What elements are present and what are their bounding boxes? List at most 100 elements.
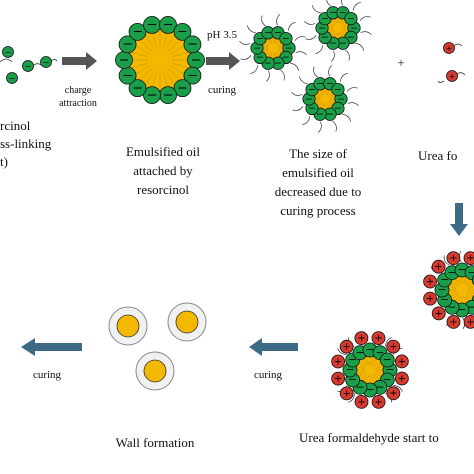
svg-text:+: + — [426, 276, 434, 287]
svg-text:−: − — [334, 84, 342, 95]
svg-text:+: + — [343, 342, 351, 353]
svg-text:+: + — [398, 356, 406, 367]
svg-text:−: − — [348, 354, 357, 366]
svg-text:−: − — [321, 32, 329, 43]
svg-text:−: − — [356, 347, 365, 359]
urea-start-label: Urea formaldehyde start to — [299, 430, 439, 445]
urea-top-label: Urea fo — [418, 148, 457, 163]
svg-text:−: − — [305, 94, 313, 105]
svg-text:−: − — [308, 103, 316, 114]
emulsified-oil-droplet: −−−−−−−−−−−−−− — [115, 16, 205, 104]
svg-text:−: − — [347, 13, 355, 24]
svg-text:+: + — [398, 373, 406, 384]
svg-text:−: − — [383, 374, 392, 386]
svg-text:+: + — [389, 342, 397, 353]
arrow-down — [450, 203, 468, 236]
svg-text:−: − — [440, 274, 449, 286]
wall-formation-label: Wall formation — [116, 435, 195, 450]
arrow-curing-2 — [249, 338, 298, 356]
charge-label: charge — [65, 85, 92, 96]
svg-text:−: − — [177, 25, 188, 40]
svg-text:−: − — [337, 94, 345, 105]
svg-text:+: + — [389, 388, 397, 399]
svg-text:+: + — [357, 397, 365, 408]
svg-text:−: − — [386, 364, 395, 376]
svg-text:+: + — [435, 262, 443, 273]
svg-text:+: + — [435, 308, 443, 319]
svg-text:−: − — [264, 28, 272, 39]
svg-text:+: + — [449, 317, 457, 328]
svg-text:−: − — [147, 88, 158, 103]
emulsified-label-3: resorcinol — [137, 182, 189, 197]
svg-text:−: − — [326, 109, 334, 120]
svg-text:−: − — [329, 38, 337, 49]
svg-text:−: − — [253, 43, 261, 54]
svg-text:−: − — [132, 81, 143, 96]
microcapsule-2 — [167, 302, 207, 342]
svg-text:−: − — [376, 381, 385, 393]
microcapsule-3 — [135, 351, 175, 391]
svg-text:+: + — [426, 294, 434, 305]
svg-text:−: − — [122, 68, 133, 83]
small-droplet-left: −−−−−−−−−− — [239, 14, 307, 82]
svg-text:−: − — [308, 84, 316, 95]
svg-text:−: − — [326, 79, 334, 90]
emulsified-label-1: Emulsified oil — [126, 144, 200, 159]
resorcinol-label-3: t) — [0, 154, 8, 169]
svg-text:+: + — [449, 253, 457, 264]
svg-text:−: − — [119, 53, 130, 68]
svg-text:−: − — [468, 267, 474, 279]
resorcinol-particles: − − − − — [0, 46, 58, 84]
svg-text:−: − — [274, 28, 282, 39]
microcapsule-1 — [108, 306, 148, 346]
svg-text:−: − — [339, 8, 347, 19]
svg-text:−: − — [274, 58, 282, 69]
emulsified-label-2: attached by — [133, 163, 193, 178]
svg-text:−: − — [43, 58, 50, 67]
svg-text:+: + — [374, 333, 382, 344]
svg-text:−: − — [366, 344, 375, 356]
svg-text:−: − — [448, 301, 457, 313]
size-label-4: curing process — [280, 203, 355, 218]
svg-text:−: − — [264, 58, 272, 69]
size-label-3: decreased due to — [275, 184, 362, 199]
svg-text:−: − — [282, 52, 290, 63]
svg-text:−: − — [285, 43, 293, 54]
size-label-2: emulsified oil — [282, 165, 354, 180]
svg-text:−: − — [163, 18, 174, 33]
svg-text:−: − — [348, 374, 357, 386]
svg-text:−: − — [458, 264, 467, 276]
svg-text:−: − — [316, 79, 324, 90]
svg-text:−: − — [132, 25, 143, 40]
svg-text:−: − — [339, 38, 347, 49]
svg-text:−: − — [346, 364, 355, 376]
svg-text:−: − — [5, 48, 12, 57]
svg-text:+: + — [334, 374, 342, 385]
plus-sign: + — [397, 55, 404, 70]
svg-text:−: − — [440, 294, 449, 306]
svg-text:−: − — [438, 284, 447, 296]
svg-text:−: − — [256, 33, 264, 44]
attraction-label: attraction — [59, 98, 97, 109]
svg-text:−: − — [458, 304, 467, 316]
arrow-charge-attraction — [62, 52, 97, 70]
svg-text:+: + — [466, 253, 474, 264]
svg-text:−: − — [376, 347, 385, 359]
svg-text:−: − — [448, 267, 457, 279]
svg-text:−: − — [163, 88, 174, 103]
arrow-curing-3 — [21, 338, 82, 356]
svg-text:−: − — [366, 384, 375, 396]
urea-formaldehyde-particles: + + — [437, 42, 466, 83]
ph-label: pH 3.5 — [207, 29, 237, 41]
svg-text:−: − — [318, 23, 326, 34]
svg-text:−: − — [122, 37, 133, 52]
svg-text:−: − — [147, 18, 158, 33]
svg-text:−: − — [334, 103, 342, 114]
small-droplet-bottom: −−−−−−−−−− — [291, 65, 359, 133]
droplet-urea-bottom: −−−−−−−−−−−−++++++++++++ — [331, 331, 409, 409]
svg-text:+: + — [357, 333, 365, 344]
svg-text:−: − — [187, 37, 198, 52]
svg-text:−: − — [191, 53, 202, 68]
